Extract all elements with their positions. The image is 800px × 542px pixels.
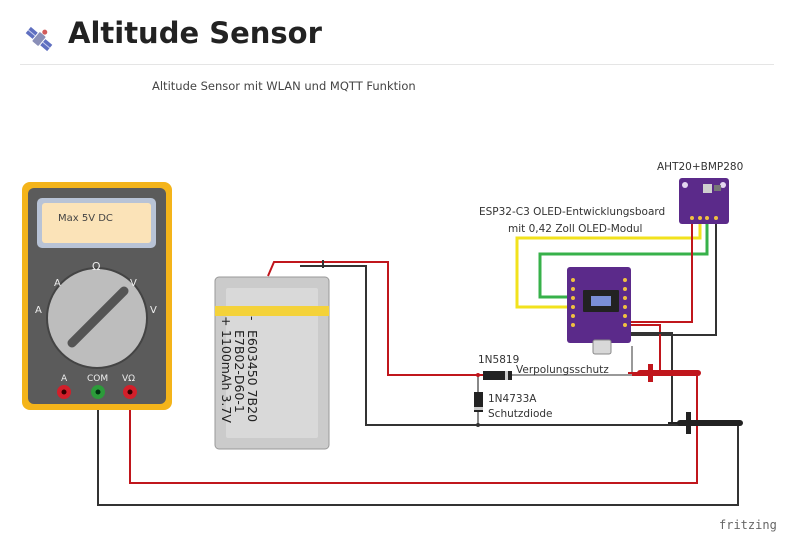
battery-plus: + (219, 316, 234, 326)
wire-black-battery (300, 265, 680, 426)
wire-red-sensor (627, 222, 693, 323)
page-title: Altitude Sensor (68, 16, 322, 50)
page-subtitle: Altitude Sensor mit WLAN und MQTT Funkti… (152, 79, 416, 93)
wire-green (538, 222, 709, 299)
sensor-label: AHT20+BMP280 (657, 161, 743, 173)
multimeter-display (42, 203, 151, 243)
usb-c-port[interactable] (592, 339, 612, 355)
diode-1n4733a (474, 392, 483, 412)
label-v-top: V (130, 278, 137, 289)
wire-multimeter-black (97, 392, 739, 506)
header-divider (20, 64, 774, 65)
wire-black-sensor (627, 222, 717, 336)
label-a-top: A (54, 278, 61, 289)
label-a-left: A (35, 305, 42, 316)
multimeter-display-text: Max 5V DC (58, 213, 113, 224)
battery-line2: E7B02-D60-1 (232, 330, 247, 413)
port-label-com: COM (87, 374, 108, 384)
board-label-line2: mit 0,42 Zoll OLED-Modul (508, 223, 642, 235)
diode2-name: 1N4733A (488, 393, 537, 405)
fritzing-watermark: fritzing (719, 518, 777, 532)
wire-yellow (515, 222, 702, 309)
wire-multimeter-red (129, 373, 698, 484)
diode1-name: 1N5819 (478, 354, 519, 366)
multimeter-dial-knob[interactable] (67, 286, 129, 348)
red-probe (628, 364, 701, 382)
label-v-right: V (150, 305, 157, 316)
wire-black-board (627, 332, 673, 425)
diode1-desc: Verpolungsschutz (516, 364, 609, 376)
black-probe (668, 412, 743, 434)
label-ohm: Ω (92, 260, 100, 273)
sensor-module (679, 178, 729, 224)
board-label-line1: ESP32-C3 OLED-Entwicklungsboard (479, 206, 665, 218)
esp32-board (567, 267, 631, 355)
satellite-icon (25, 26, 53, 52)
port-label-a: A (61, 374, 68, 384)
port-label-vohm: VΩ (122, 374, 135, 384)
battery-line3: 1100mAh 3.7V (219, 330, 234, 423)
lipo-battery: - E603450 7B20 E7B02-D60-1 + 1100mAh 3.7… (214, 276, 330, 450)
diode2-desc: Schutzdiode (488, 408, 553, 420)
diode-1n5819 (483, 371, 512, 380)
battery-line1: E603450 7B20 (245, 330, 260, 422)
page-header: Altitude Sensor (0, 0, 800, 66)
multimeter: Max 5V DC Ω A V A V A COM VΩ (22, 182, 172, 410)
battery-minus: - (245, 316, 260, 321)
wire-red-battery (267, 261, 483, 376)
